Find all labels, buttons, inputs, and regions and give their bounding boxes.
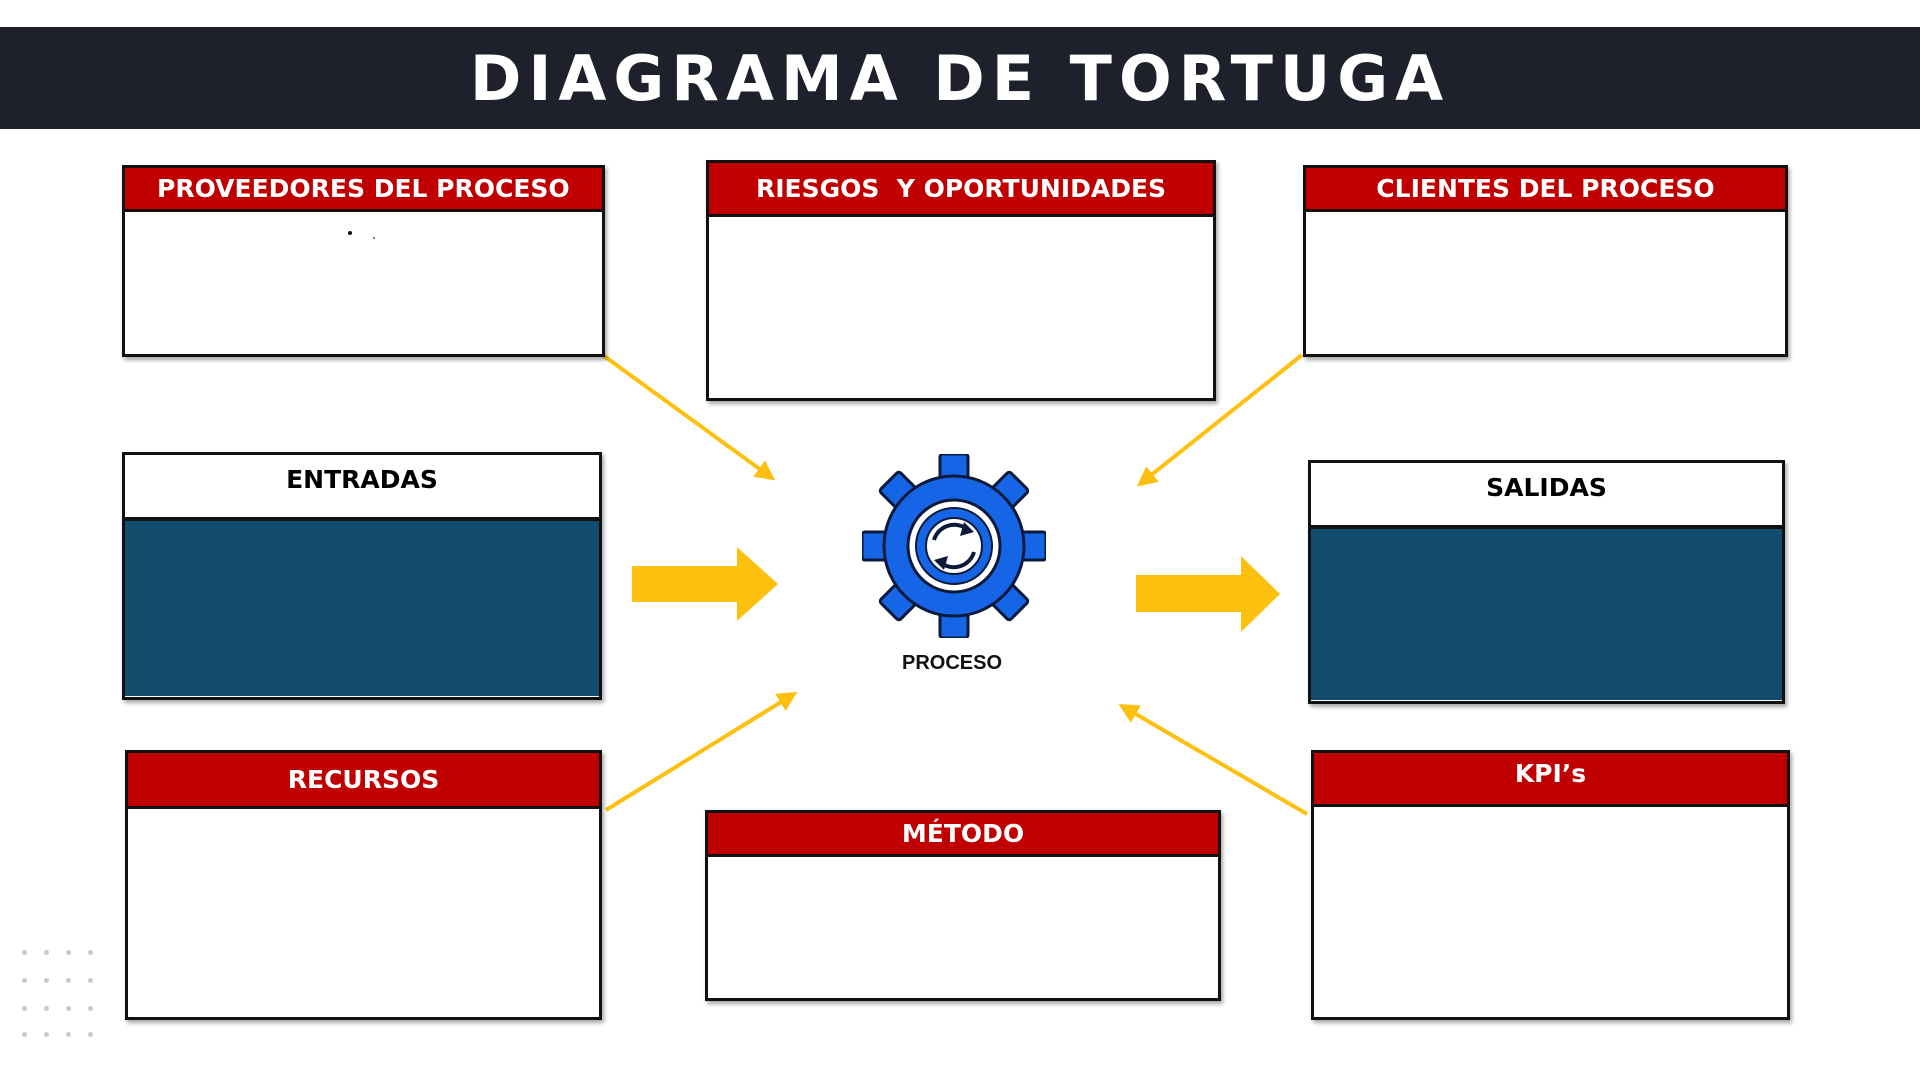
arrow-proceso-to-salidas — [1136, 556, 1280, 632]
box-entradas-header: ENTRADAS — [125, 455, 599, 521]
process-label: PROCESO — [901, 652, 1003, 674]
box-salidas-header: SALIDAS — [1311, 463, 1782, 529]
box-entradas: ENTRADAS — [122, 452, 602, 700]
box-metodo: MÉTODO — [705, 810, 1221, 1001]
page-title: DIAGRAMA DE TORTUGA — [469, 41, 1451, 115]
arrow-kpis-to-proceso — [1118, 703, 1309, 816]
box-kpis-header: KPI’s — [1314, 753, 1787, 807]
box-recursos: RECURSOS — [125, 750, 602, 1020]
decorative-dot-grid — [14, 942, 104, 1038]
gear-refresh-icon — [860, 452, 1048, 640]
box-proveedores: PROVEEDORES DEL PROCESO — [122, 165, 605, 357]
box-salidas-body — [1311, 529, 1782, 700]
box-metodo-header: MÉTODO — [708, 813, 1218, 857]
arrow-recursos-to-proceso — [604, 691, 798, 812]
box-kpis: KPI’s — [1311, 750, 1790, 1020]
box-salidas: SALIDAS — [1308, 460, 1785, 704]
box-clientes: CLIENTES DEL PROCESO — [1303, 165, 1788, 357]
arrow-proveedores-to-proceso — [602, 354, 776, 481]
arrow-clientes-to-proceso — [1136, 353, 1304, 487]
ink-specks — [348, 231, 375, 239]
title-bar: DIAGRAMA DE TORTUGA — [0, 27, 1920, 129]
box-riesgos-header: RIESGOS Y OPORTUNIDADES — [709, 163, 1213, 217]
box-entradas-body — [125, 521, 599, 696]
box-proveedores-header: PROVEEDORES DEL PROCESO — [125, 168, 602, 212]
box-riesgos: RIESGOS Y OPORTUNIDADES — [706, 160, 1216, 401]
box-recursos-header: RECURSOS — [128, 753, 599, 809]
box-clientes-header: CLIENTES DEL PROCESO — [1306, 168, 1785, 212]
arrow-entradas-to-proceso — [632, 547, 778, 621]
